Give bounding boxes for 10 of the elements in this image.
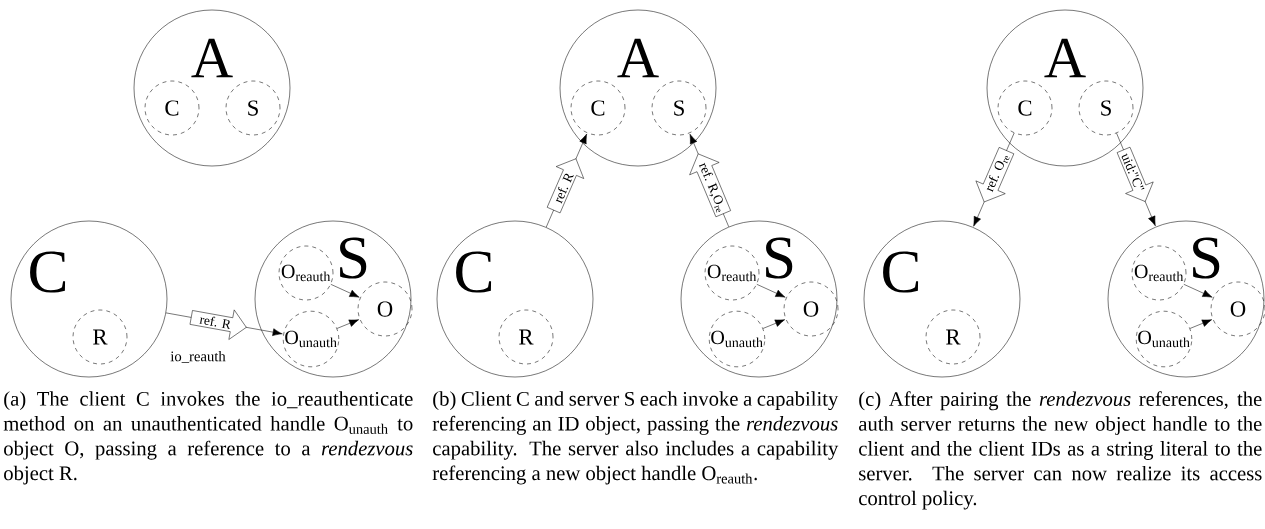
method-label: io_reauth [170, 351, 226, 364]
caption: (a) The client C invokes the io_reauthenticate method on an unauthenticated handle O$_{unauth}$ to object O, passing a reference to a rendezvous object R. [3, 391, 413, 485]
arrow [756, 284, 786, 298]
arrow [1189, 319, 1212, 329]
arrow [1183, 284, 1213, 298]
arrow [330, 284, 360, 298]
arrow [336, 319, 359, 329]
arrow [762, 319, 785, 329]
caption: (b) Client C and server S each invoke a capability referencing an ID object, passing the rendezvous capability. The server also includes a capability referencing a new object handle O$_{reauth}$. [432, 391, 839, 485]
caption: (c) After pairing the rendezvous references, the auth server returns the new object handle to the client and the client IDs as a string literal to the server. The server can now realize its access control policy. [859, 391, 1262, 510]
